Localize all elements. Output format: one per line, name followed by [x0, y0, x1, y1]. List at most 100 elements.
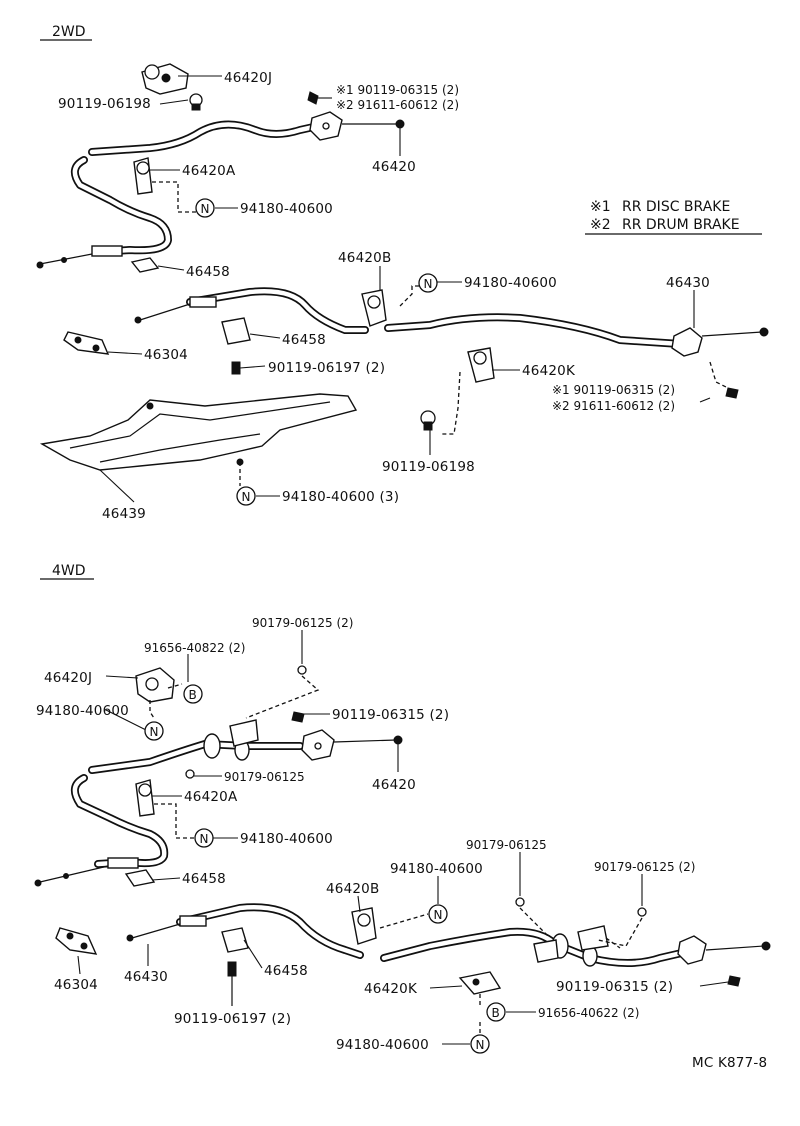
- label-94180-40600-d-4wd: 94180-40600: [336, 1037, 429, 1053]
- label-91656-40822-4wd: 91656-40822 (2): [144, 641, 246, 655]
- diagram-code: MC K877-8: [692, 1055, 767, 1071]
- cable-left-2wd: [36, 156, 172, 269]
- legend-mark-2: ※2: [590, 217, 611, 233]
- label-46430-2wd: 46430: [666, 275, 710, 291]
- symbol-n-4wd-b: N: [194, 828, 214, 848]
- label-46420K-2wd: 46420K: [522, 363, 576, 379]
- label-46430-4wd: 46430: [124, 969, 168, 985]
- symbol-b-4wd-b: B: [486, 1002, 506, 1022]
- bracket-46458-b-4wd: [221, 927, 249, 953]
- dashed-connectors-2wd: [152, 181, 729, 486]
- label-46420B-4wd: 46420B: [326, 881, 379, 897]
- svg-text:N: N: [150, 725, 159, 739]
- label-90119-06198-a: 90119-06198: [58, 96, 151, 112]
- nut-90179-06125-top: [297, 665, 307, 675]
- symbol-n-2wd-a: N: [195, 198, 215, 218]
- svg-text:N: N: [476, 1038, 485, 1052]
- nut-90179-06125-mid: [185, 769, 195, 779]
- clamp-46420B-4wd: [351, 907, 377, 945]
- svg-text:B: B: [189, 688, 197, 702]
- label-46458-b-4wd: 46458: [264, 963, 308, 979]
- bolt-top-2wd: [307, 91, 319, 105]
- label-90119-06315-b-4wd: 90119-06315 (2): [556, 979, 673, 995]
- svg-text:N: N: [242, 490, 251, 504]
- label-94180-40600-c-4wd: 94180-40600: [390, 861, 483, 877]
- label-46420A-2wd: 46420A: [182, 163, 236, 179]
- clamp-46420J-4wd: [135, 667, 175, 703]
- legend: ※1 RR DISC BRAKE ※2 RR DRUM BRAKE: [585, 199, 762, 235]
- heat-insulator-46439: [39, 393, 358, 471]
- symbol-n-2wd-c: N: [236, 486, 256, 506]
- label-94180-40600-b-4wd: 94180-40600: [240, 831, 333, 847]
- bolt-90119-06197: [231, 361, 241, 375]
- nut-90179-06125-c: [515, 897, 525, 907]
- section-label-2wd: 2WD: [52, 24, 86, 40]
- legend-text-2: RR DRUM BRAKE: [622, 217, 740, 233]
- label-ast2-top-2wd: ※2 91611-60612 (2): [336, 98, 459, 112]
- section-label-4wd: 4WD: [52, 563, 86, 579]
- bracket-46458-b-2wd: [221, 317, 251, 345]
- svg-text:N: N: [424, 277, 433, 291]
- svg-text:N: N: [434, 908, 443, 922]
- label-46458-a-4wd: 46458: [182, 871, 226, 887]
- label-ast1-top-2wd: ※1 90119-06315 (2): [336, 83, 459, 97]
- label-94180-40600-b-2wd: 94180-40600: [464, 275, 557, 291]
- bracket-46458-a-4wd: [124, 869, 156, 887]
- label-46304-2wd: 46304: [144, 347, 188, 363]
- clamp-46420A-2wd: [133, 157, 153, 195]
- cable-46420-4wd: [88, 729, 403, 774]
- cable-left-4wd: [34, 774, 169, 887]
- dashed-connectors-4wd: [149, 675, 643, 1036]
- label-46420K-4wd: 46420K: [364, 981, 418, 997]
- leader-lines-2wd: [99, 75, 711, 503]
- label-46458-a-2wd: 46458: [186, 264, 230, 280]
- svg-text:B: B: [492, 1006, 500, 1020]
- label-46420B-2wd: 46420B: [338, 250, 391, 266]
- label-46420-4wd: 46420: [372, 777, 416, 793]
- label-90119-06198-b-2wd: 90119-06198: [382, 459, 475, 475]
- symbol-n-4wd-d: N: [470, 1034, 490, 1054]
- label-ast2-bot-2wd: ※2 91611-60612 (2): [552, 399, 675, 413]
- label-46458-b-2wd: 46458: [282, 332, 326, 348]
- label-46420-2wd: 46420: [372, 159, 416, 175]
- symbol-b-4wd-a: B: [183, 684, 203, 704]
- bracket-46458-a-2wd: [130, 257, 160, 273]
- grommet-46304-2wd: [63, 331, 110, 355]
- clamp-46420A-4wd: [135, 779, 155, 817]
- labels-4wd: 90179-06125 (2) 91656-40822 (2) 46420J 9…: [36, 616, 696, 1053]
- bolt-90119-06198-a: [189, 93, 203, 111]
- label-94180-40600-a-4wd: 94180-40600: [36, 703, 129, 719]
- clamp-46420B-2wd: [361, 289, 387, 327]
- clamp-46420J-2wd: [141, 63, 189, 95]
- cable-46430-2wd: [134, 287, 769, 357]
- leader-lines-4wd: [77, 630, 729, 1045]
- label-90119-06315-a-4wd: 90119-06315 (2): [332, 707, 449, 723]
- symbol-n-2wd-b: N: [418, 273, 438, 293]
- labels-2wd: 46420J 90119-06198 ※1 90119-06315 (2) ※2…: [58, 70, 710, 522]
- label-90119-06197-2wd: 90119-06197 (2): [268, 360, 385, 376]
- label-91656-40622-4wd: 91656-40622 (2): [538, 1006, 640, 1020]
- label-94180-40600-c-2wd: 94180-40600 (3): [282, 489, 399, 505]
- section-header-4wd: 4WD: [40, 563, 94, 580]
- symbol-n-4wd-a: N: [144, 721, 164, 741]
- label-46439: 46439: [102, 506, 146, 522]
- symbol-n-4wd-c: N: [428, 904, 448, 924]
- svg-text:N: N: [201, 202, 210, 216]
- label-90179-06125-d-4wd: 90179-06125 (2): [594, 860, 696, 874]
- bolt-right-4wd: [727, 975, 741, 987]
- svg-text:N: N: [200, 832, 209, 846]
- label-94180-40600-a-2wd: 94180-40600: [240, 201, 333, 217]
- label-46420J-2wd: 46420J: [224, 70, 272, 86]
- bracket-right-4wd: [533, 925, 609, 963]
- label-46304-4wd: 46304: [54, 977, 98, 993]
- legend-mark-1: ※1: [590, 199, 611, 215]
- clamp-46420K-4wd: [458, 971, 502, 995]
- label-46420A-4wd: 46420A: [184, 789, 238, 805]
- label-90179-06125-b-4wd: 90179-06125: [224, 770, 305, 784]
- label-90179-06125-c-4wd: 90179-06125: [466, 838, 547, 852]
- label-ast1-bot-2wd: ※1 90119-06315 (2): [552, 383, 675, 397]
- bracket-center-4wd: [229, 719, 259, 747]
- nut-90179-06125-d: [637, 907, 647, 917]
- legend-text-1: RR DISC BRAKE: [622, 199, 730, 215]
- grommet-46304-4wd: [55, 927, 98, 955]
